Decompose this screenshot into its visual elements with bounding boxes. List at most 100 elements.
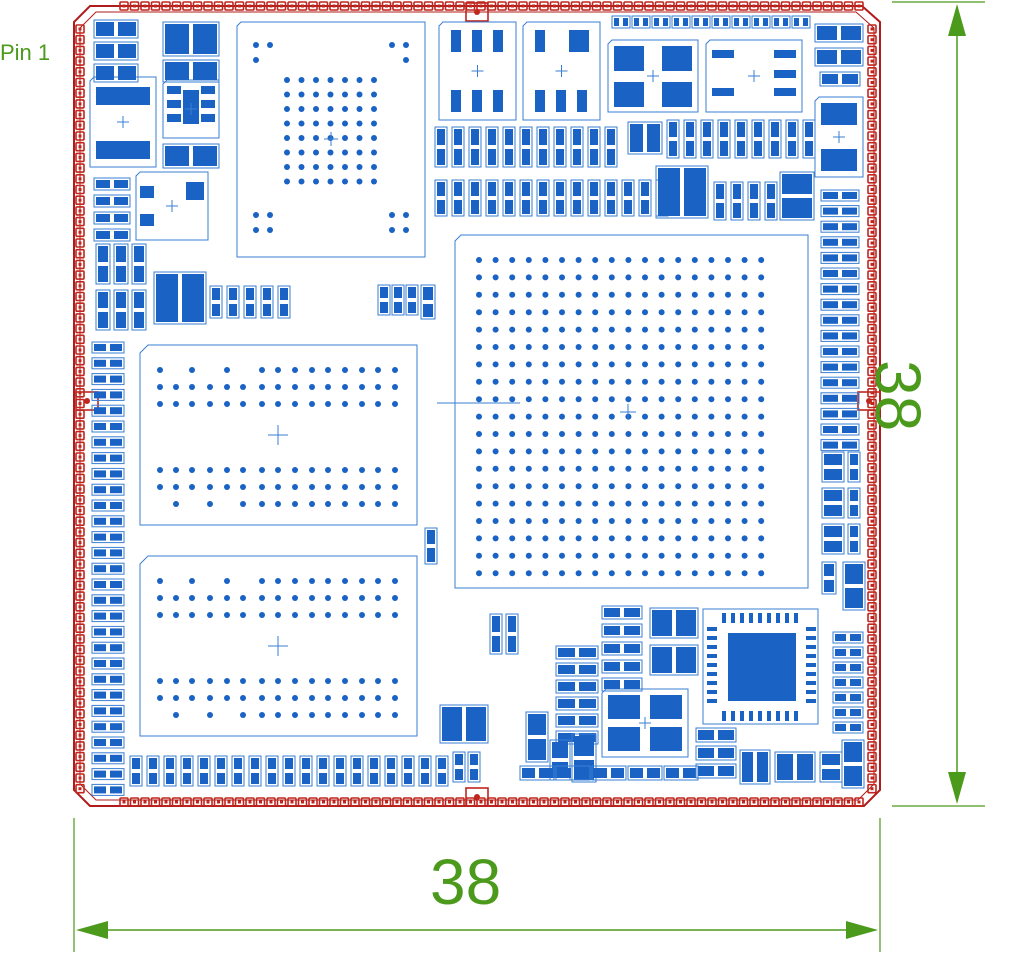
mid-cap-e-pad: [394, 287, 402, 298]
ddr-bottom-ball: [342, 612, 348, 618]
mid-cap-c-outline: [424, 527, 438, 565]
bottom-cap-pad: [132, 758, 140, 769]
right-lower-cap-pad: [850, 649, 861, 656]
right-cap-outline: [820, 392, 860, 405]
right-small-cap-pad: [850, 526, 858, 537]
bottom-edge-pad: [371, 797, 381, 807]
top-row4-cap-outline: [764, 181, 778, 221]
left-edge-pad-hole: [78, 134, 82, 138]
left-cap-pad: [110, 644, 122, 652]
pmic-ball: [327, 91, 334, 98]
bottom-edge-pad: [161, 797, 171, 807]
top-edge-pad: [518, 1, 528, 11]
tl-inductor-pad: [193, 24, 217, 54]
ddr-top-ball: [325, 401, 331, 407]
br-cap-f-pad: [698, 766, 714, 776]
right-cap-outline: [820, 439, 860, 452]
soc-ball: [542, 257, 549, 263]
soc-ball: [509, 500, 516, 507]
bottom-edge-pad-hole: [647, 800, 651, 804]
soc-ball: [691, 431, 698, 437]
soc-ball: [675, 274, 682, 281]
soc-ball: [575, 257, 582, 263]
left-edge-pad-hole: [78, 444, 82, 448]
bottom-edge-pad: [329, 797, 339, 807]
soc-ball: [691, 483, 698, 490]
left-edge-pad-hole: [78, 177, 82, 181]
tr-cap-c-outline: [819, 71, 861, 87]
top-row2-cap-pad: [556, 200, 564, 214]
left-cap-pad: [94, 707, 106, 715]
soc-ball: [658, 378, 665, 385]
pmic-ball: [298, 135, 305, 141]
top-row2-cap-outline: [621, 179, 635, 217]
ddr-bottom-ball: [325, 595, 331, 601]
qfn-pin: [758, 711, 762, 721]
top-tiny-cap-pad: [774, 18, 779, 26]
left-cap-pad: [94, 438, 106, 446]
top-tiny-cap-pad: [654, 18, 659, 26]
ldo-a-outline: [705, 39, 803, 113]
ddr-bottom-ball: [173, 678, 179, 684]
left-cap-outline: [91, 673, 125, 686]
soc-ball: [691, 361, 698, 368]
ddr-top-ball: [392, 467, 398, 473]
br-bottom-cap-outline: [555, 765, 591, 781]
top-edge-pad: [203, 1, 213, 11]
tl-inductor-pad: [165, 24, 189, 54]
soc-ball: [525, 413, 532, 420]
soc-ball: [608, 483, 615, 490]
soc-ball: [758, 570, 765, 577]
soc-ball: [592, 431, 599, 437]
right-lower-cap-pad: [835, 694, 846, 701]
top-edge-pad-hole: [731, 4, 735, 8]
ind-b-pad: [608, 727, 640, 751]
bottom-edge-pad-hole: [595, 800, 598, 804]
top-row3-cap-pad: [669, 141, 677, 156]
right-edge-pad: [867, 34, 877, 45]
height-arrow-top: [948, 4, 966, 36]
right-edge-pad: [867, 377, 877, 387]
left-edge-pad: [75, 67, 85, 77]
top-edge-pad-hole: [175, 4, 178, 8]
left-cap-pad: [110, 596, 122, 604]
right-edge-pad: [867, 131, 877, 141]
top-row4-cap-pad: [716, 203, 724, 218]
right-lower-cap-pad: [850, 664, 861, 671]
ddr-top-ball: [292, 484, 298, 490]
bottom-edge-pad: [602, 797, 612, 807]
bottom-edge-pad-hole: [206, 800, 210, 804]
left-cap-pad: [94, 375, 106, 383]
left-edge-pad-hole: [78, 573, 82, 577]
bottom-edge-pad-hole: [658, 800, 661, 804]
bottom-cap-pad: [404, 773, 412, 784]
soc-ball: [642, 361, 648, 368]
right-edge-pad: [867, 527, 877, 537]
bottom-edge-pad: [423, 797, 434, 807]
left-cap-outline: [91, 641, 125, 654]
qfn-pin: [722, 711, 726, 721]
soc-ball: [575, 483, 582, 490]
bottom-edge-pad-hole: [521, 800, 525, 804]
br-cap-h-pad: [822, 754, 840, 765]
right-cap-pad: [842, 441, 857, 449]
left-edge-pad-hole: [78, 680, 82, 684]
br-cap-f-pad: [718, 730, 734, 740]
top-edge-pad: [780, 1, 791, 11]
right-big-cap-outline: [821, 523, 845, 555]
right-edge-pad: [867, 569, 877, 580]
top-row2-cap-outline: [587, 179, 601, 217]
br-bottom-cap-pad: [666, 768, 679, 778]
soc-outline: [454, 234, 809, 589]
top-row3-cap-outline: [734, 119, 748, 159]
soc-ball: [592, 291, 599, 298]
br-cap-b-outline: [601, 641, 643, 656]
pmic-ball: [342, 178, 348, 185]
tl-cap-b-pad: [165, 62, 189, 80]
pmic-corner-ball: [267, 227, 273, 233]
soc-ball: [691, 378, 698, 385]
soc-ball: [492, 518, 499, 524]
reg-a-pad: [451, 90, 461, 112]
left-edge-pad-hole: [78, 637, 82, 641]
